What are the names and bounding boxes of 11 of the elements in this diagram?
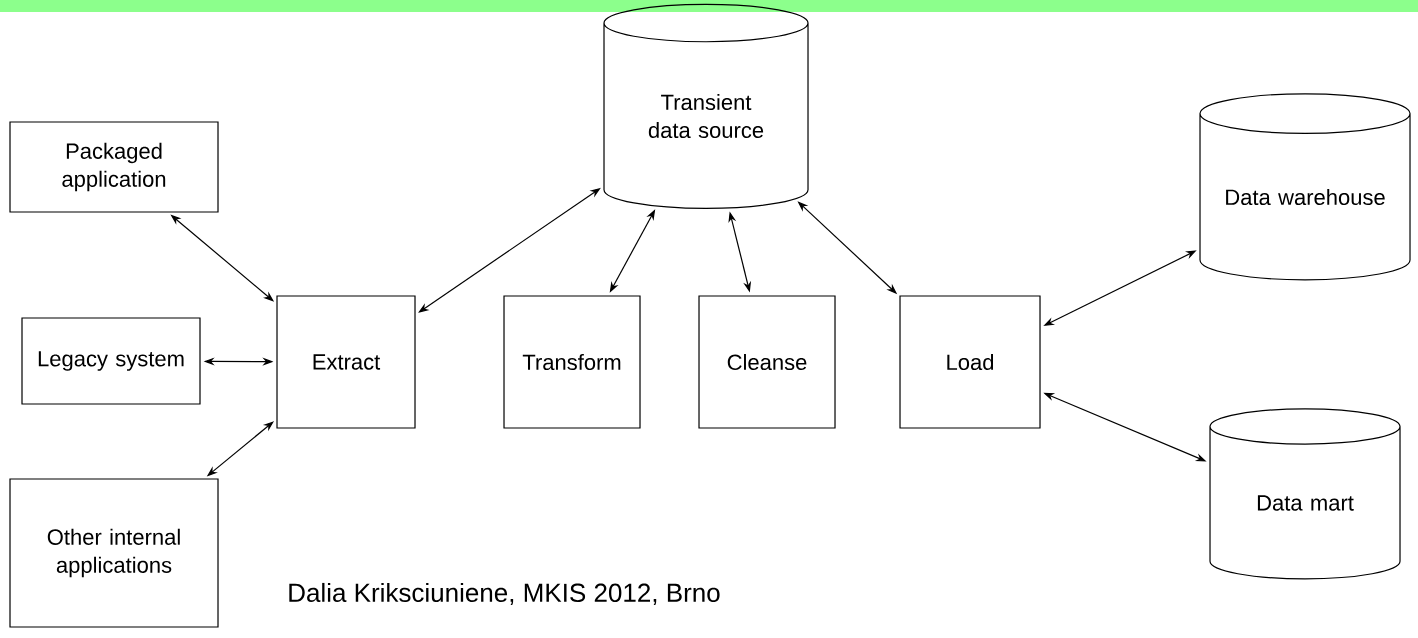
database-cylinder: Data warehouse: [1199, 93, 1411, 281]
process-box: Packaged application: [9, 121, 219, 213]
database-cylinder: Data mart: [1209, 408, 1401, 580]
credit-text: Dalia Kriksciuniene, MKIS 2012, Brno: [289, 582, 720, 606]
process-box: Legacy system: [21, 317, 201, 405]
process-box: Cleanse: [698, 295, 836, 429]
process-box: Transform: [503, 295, 641, 429]
process-box: Load: [899, 295, 1041, 429]
database-cylinder: Transient data source: [603, 3, 809, 209]
process-box: Extract: [276, 295, 416, 429]
process-box: Other internal applications: [9, 478, 219, 628]
